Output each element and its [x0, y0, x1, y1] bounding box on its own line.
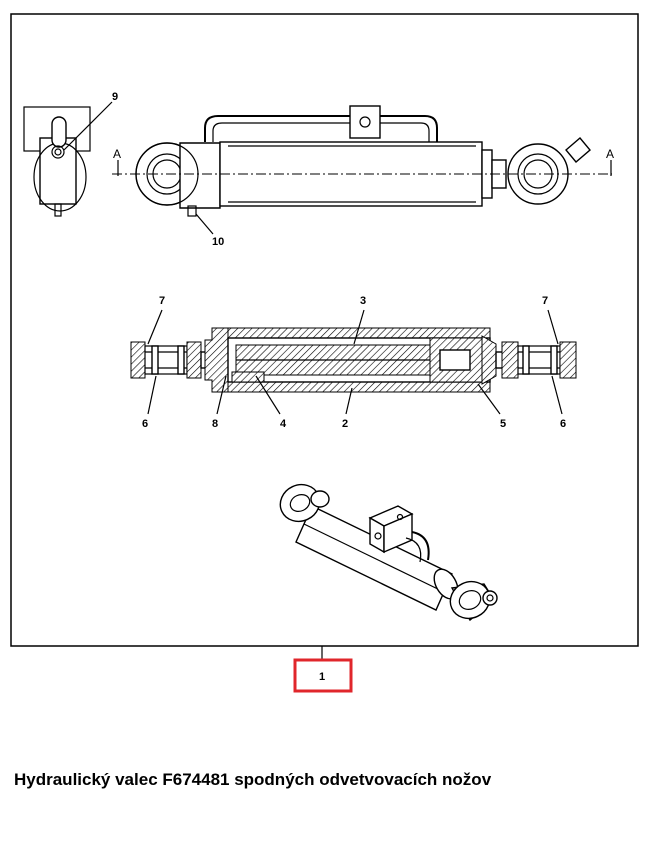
callout-6-right: 6: [560, 418, 566, 430]
assembly-number: 1: [319, 671, 325, 683]
drawing-frame: [10, 13, 639, 647]
callout-6-left: 6: [142, 418, 148, 430]
cylinder-isometric-view: [279, 483, 498, 622]
callout-8: 8: [212, 418, 218, 430]
leader-9: [63, 101, 113, 151]
leader-10: [195, 213, 214, 235]
cylinder-section-view: [130, 309, 577, 415]
assembly-number-highlight: [293, 658, 353, 693]
callout-7-right: 7: [542, 295, 548, 307]
callout-9: 9: [112, 91, 118, 103]
callout-4: 4: [280, 418, 287, 430]
callout-3: 3: [360, 295, 366, 307]
cylinder-side-view: [23, 105, 612, 217]
callout-7-left: 7: [159, 295, 165, 307]
section-marker-right: A: [606, 147, 614, 161]
callout-5: 5: [500, 418, 506, 430]
diagram-caption: Hydraulický valec F674481 spodných odvet…: [14, 770, 492, 789]
section-marker-left: A: [113, 147, 121, 161]
callout-10: 10: [212, 236, 224, 248]
callout-2: 2: [342, 418, 348, 430]
